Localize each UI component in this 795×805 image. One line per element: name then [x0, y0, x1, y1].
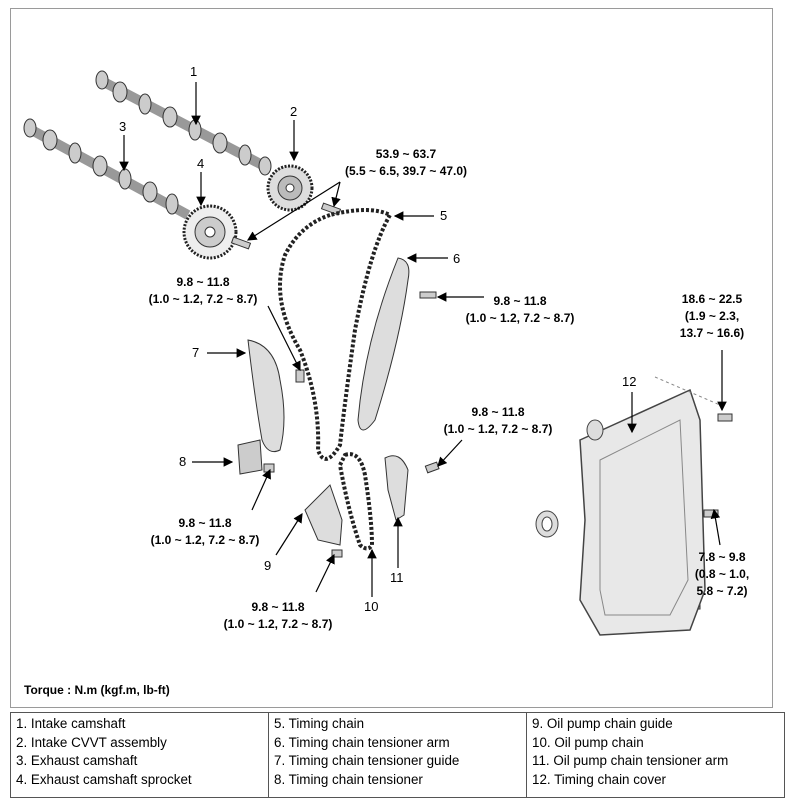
legend-item: 12. Timing chain cover — [532, 771, 666, 787]
torque-8-value: 9.8 ~ 11.8 — [251, 600, 304, 614]
torque-3-value: 9.8 ~ 11.8 — [493, 294, 546, 308]
callout-9: 9 — [264, 558, 271, 573]
exhaust-camshaft — [23, 118, 191, 220]
legend-item: 9. Oil pump chain guide — [532, 716, 673, 731]
callout-numbers: 1 2 3 4 5 6 7 8 9 10 11 12 — [119, 64, 636, 614]
torque-6-detail: (1.0 ~ 1.2, 7.2 ~ 8.7) — [151, 533, 260, 547]
torque-2-value: 9.8 ~ 11.8 — [176, 275, 229, 289]
torque-7-detail-1: (0.8 ~ 1.0, — [695, 567, 749, 581]
torque-7-detail-2: 5.8 ~ 7.2) — [696, 584, 747, 598]
torque-8-detail: (1.0 ~ 1.2, 7.2 ~ 8.7) — [224, 617, 333, 631]
callout-1: 1 — [190, 64, 197, 79]
legend-item: 11. Oil pump chain tensioner arm — [532, 753, 729, 768]
legend-item: 7. Timing chain tensioner guide — [274, 753, 460, 768]
torque-7-value: 7.8 ~ 9.8 — [698, 550, 745, 564]
torque-3-detail: (1.0 ~ 1.2, 7.2 ~ 8.7) — [466, 311, 575, 325]
exhaust-camshaft-sprocket — [182, 204, 238, 260]
callout-5: 5 — [440, 208, 447, 223]
diagram-frame — [10, 8, 773, 708]
legend-item: 3. Exhaust camshaft — [16, 753, 138, 768]
legend-item: 6. Timing chain tensioner arm — [274, 734, 450, 750]
callout-4: 4 — [197, 156, 204, 171]
torque-5-detail: (1.0 ~ 1.2, 7.2 ~ 8.7) — [444, 422, 553, 436]
legend-column-3: 9. Oil pump chain guide 10. Oil pump cha… — [526, 712, 785, 798]
timing-chain-tensioner — [237, 439, 263, 475]
leader-lines — [119, 82, 727, 597]
legend-item: 1. Intake camshaft — [16, 716, 126, 731]
callout-3: 3 — [119, 119, 126, 134]
callout-7: 7 — [192, 345, 199, 360]
torque-6-value: 9.8 ~ 11.8 — [178, 516, 231, 530]
timing-chain-tensioner-guide — [247, 339, 285, 453]
timing-chain-tensioner-arm — [357, 257, 410, 431]
torque-specs: 53.9 ~ 63.7 (5.5 ~ 6.5, 39.7 ~ 47.0) 9.8… — [149, 147, 750, 631]
legend-item: 5. Timing chain — [274, 716, 365, 731]
legend-column-2: 5. Timing chain 6. Timing chain tensione… — [268, 712, 527, 798]
legend-item: 8. Timing chain tensioner — [274, 771, 423, 787]
timing-chain — [278, 208, 393, 461]
callout-12: 12 — [622, 374, 636, 389]
torque-4-value: 18.6 ~ 22.5 — [682, 292, 743, 306]
legend-item: 10. Oil pump chain — [532, 734, 644, 750]
torque-4-detail-2: 13.7 ~ 16.6) — [680, 326, 744, 340]
callout-11: 11 — [390, 570, 404, 585]
callout-10: 10 — [364, 599, 378, 614]
timing-chain-cover — [535, 376, 721, 636]
intake-camshaft — [95, 70, 272, 176]
torque-1-detail: (5.5 ~ 6.5, 39.7 ~ 47.0) — [345, 164, 467, 178]
callout-6: 6 — [453, 251, 460, 266]
legend-item: 2. Intake CVVT assembly — [16, 734, 167, 750]
legend-item: 4. Exhaust camshaft sprocket — [16, 771, 192, 787]
intake-cvvt-assembly — [266, 164, 314, 212]
oil-pump-chain — [337, 452, 375, 551]
oil-pump-chain-tensioner-arm — [384, 455, 409, 521]
torque-2-detail: (1.0 ~ 1.2, 7.2 ~ 8.7) — [149, 292, 258, 306]
torque-units-note: Torque : N.m (kgf.m, lb-ft) — [24, 683, 170, 697]
parts-legend: 1. Intake camshaft 2. Intake CVVT assemb… — [10, 712, 785, 798]
legend-column-1: 1. Intake camshaft 2. Intake CVVT assemb… — [10, 712, 269, 798]
torque-4-detail-1: (1.9 ~ 2.3, — [685, 309, 739, 323]
callout-2: 2 — [290, 104, 297, 119]
oil-pump-chain-guide — [304, 484, 343, 546]
timing-chain-diagram: 1 2 3 4 5 6 7 8 9 10 11 12 53.9 ~ 63.7 (… — [23, 64, 750, 636]
torque-1-value: 53.9 ~ 63.7 — [376, 147, 437, 161]
torque-5-value: 9.8 ~ 11.8 — [471, 405, 524, 419]
callout-8: 8 — [179, 454, 186, 469]
